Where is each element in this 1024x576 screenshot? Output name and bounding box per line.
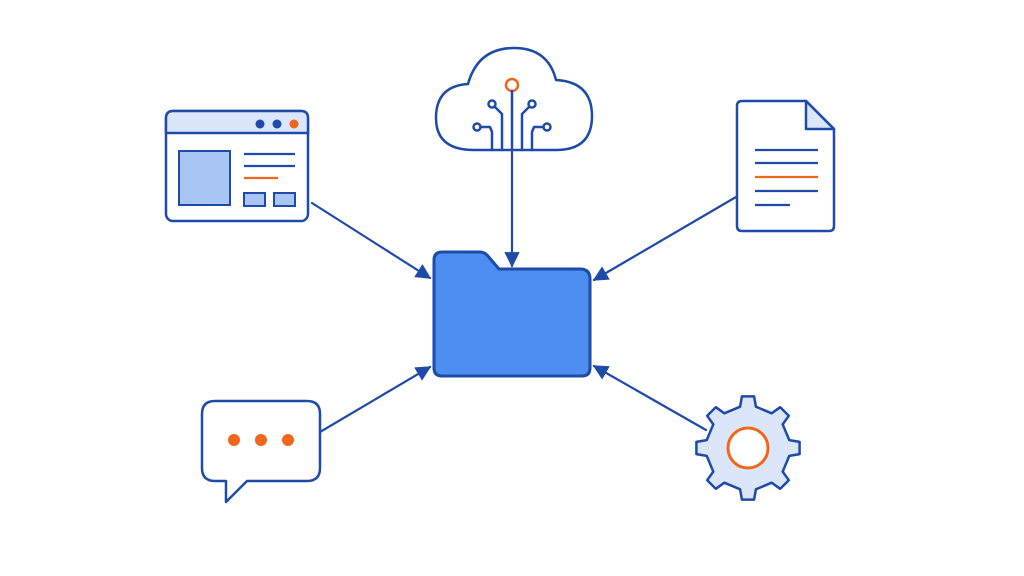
arrow-chat-to-folder (318, 365, 432, 434)
typing-dot (255, 434, 267, 446)
typing-dot (228, 434, 240, 446)
connector-arrows (310, 148, 738, 434)
cloud-circuit-icon (434, 46, 594, 152)
chat-bubble-icon (200, 399, 322, 504)
typing-dot (282, 434, 294, 446)
folder-icon (432, 250, 592, 378)
arrow-document-to-folder (592, 195, 738, 282)
gear-icon (695, 395, 801, 501)
arrow-browser-to-folder (310, 201, 432, 280)
browser-window-icon (164, 109, 310, 223)
document-icon (735, 99, 836, 233)
arrow-gear-to-folder (592, 364, 708, 432)
